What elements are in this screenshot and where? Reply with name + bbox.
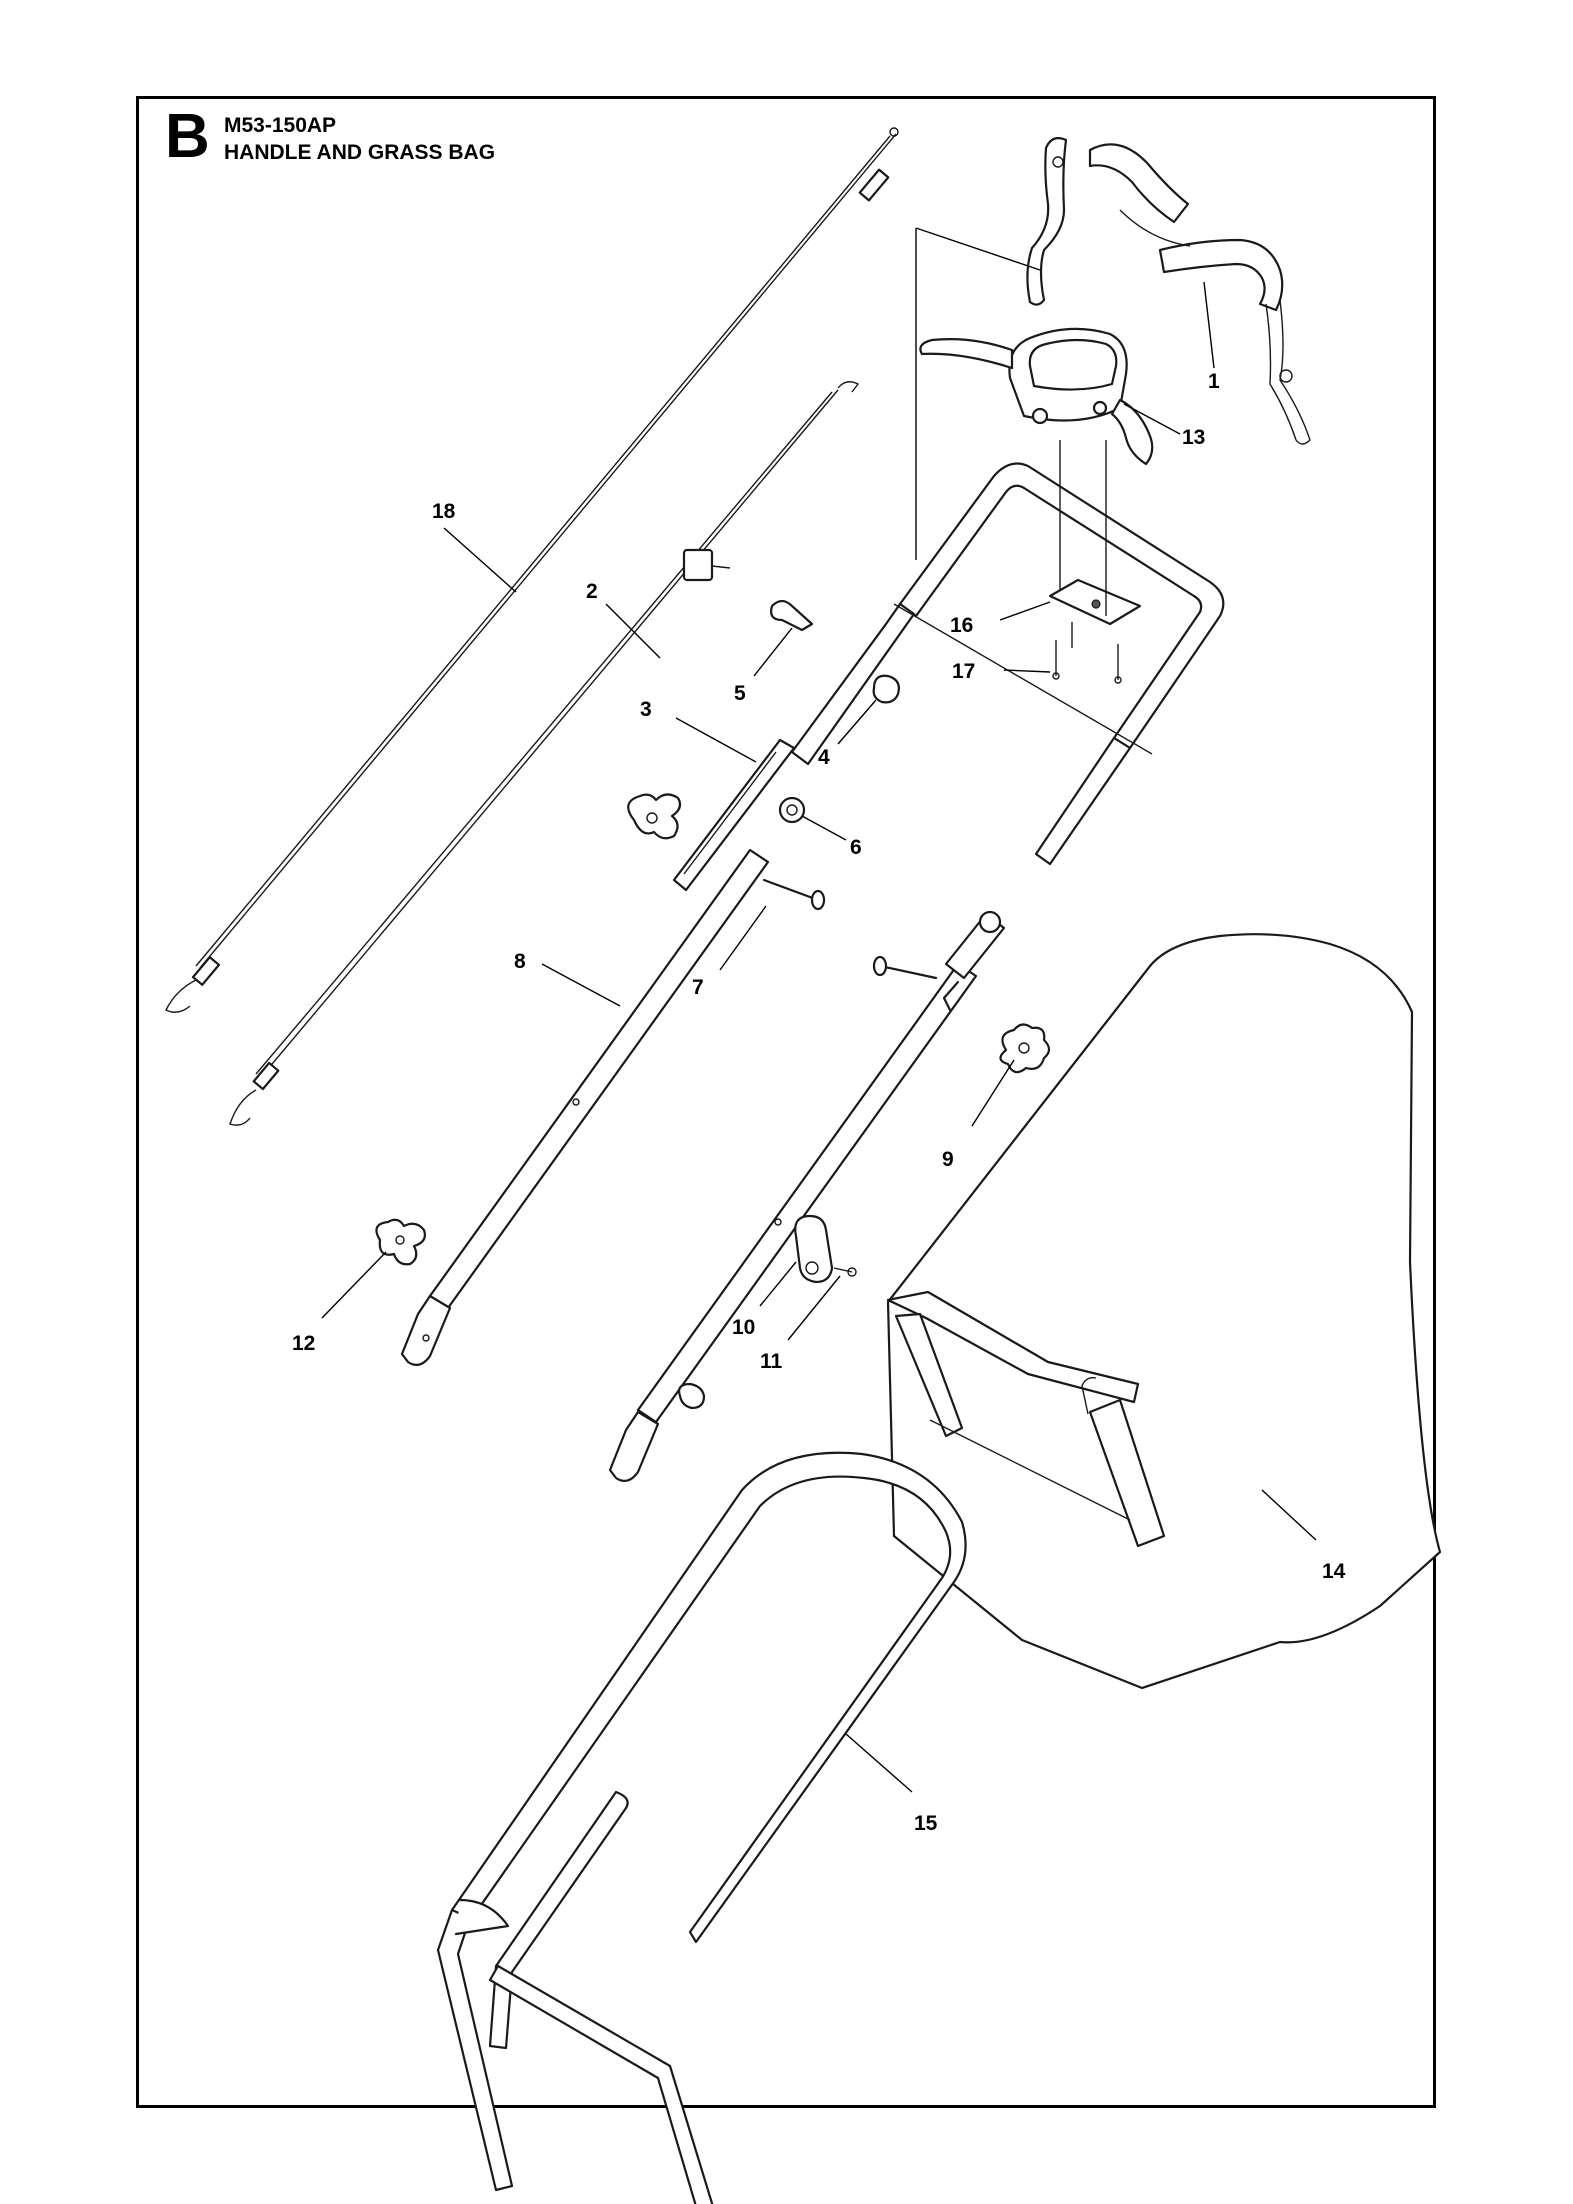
callout-15: 15 [914,1812,938,1835]
drive-cable-icon [229,381,860,1126]
page-title: HANDLE AND GRASS BAG [224,141,496,164]
bolt-icon [762,878,826,911]
washer-icon [778,796,806,824]
callout-2: 2 [586,580,598,603]
control-box-icon [919,327,1154,466]
callout-6: 6 [850,836,862,859]
cable-clip-icon [678,1382,706,1410]
callout-3: 3 [640,698,652,721]
grass-bag-icon [886,933,1442,1690]
upper-handle-icon [1026,137,1311,445]
knob-icon [999,1023,1051,1074]
callout-12: 12 [292,1332,315,1355]
lower-handle-icon [400,848,770,1367]
hook-icon [770,599,814,632]
callout-18: 18 [432,500,456,523]
lower-handle-icon [608,912,1006,1483]
handle-frame-icon [790,462,1225,866]
brake-cable-icon [165,127,899,1013]
callout-14: 14 [1322,1560,1346,1583]
callout-10: 10 [732,1316,755,1339]
diagram-frame [136,96,1436,2108]
clamp-icon [774,1214,834,1284]
callout-4: 4 [818,746,830,769]
leader-lines [321,227,1317,1793]
cable-guide-icon [872,674,900,704]
callout-5: 5 [734,682,746,705]
wing-knob-icon [627,793,682,840]
bolt-icon [872,910,1002,980]
callout-9: 9 [942,1148,954,1171]
callout-1: 1 [1208,370,1220,393]
bracket-icon [1048,440,1142,626]
callout-8: 8 [514,950,526,973]
callout-13: 13 [1182,426,1205,449]
callout-7: 7 [692,976,704,999]
callout-16: 16 [950,614,973,637]
cable-guide-icon [672,738,796,892]
callout-11: 11 [760,1350,783,1373]
callout-17: 17 [952,660,975,683]
section-letter: B [165,102,210,171]
model-number: M53-150AP [224,114,337,137]
bag-frame-icon [436,1451,967,2204]
screw-icon [833,1267,857,1277]
callout-labels: 1 2 3 4 5 6 7 8 9 10 11 12 13 14 15 16 1… [292,370,1346,1835]
wing-knob-icon [375,1218,426,1266]
screw-icon [1052,622,1122,684]
cable-clip-icon [682,548,731,582]
